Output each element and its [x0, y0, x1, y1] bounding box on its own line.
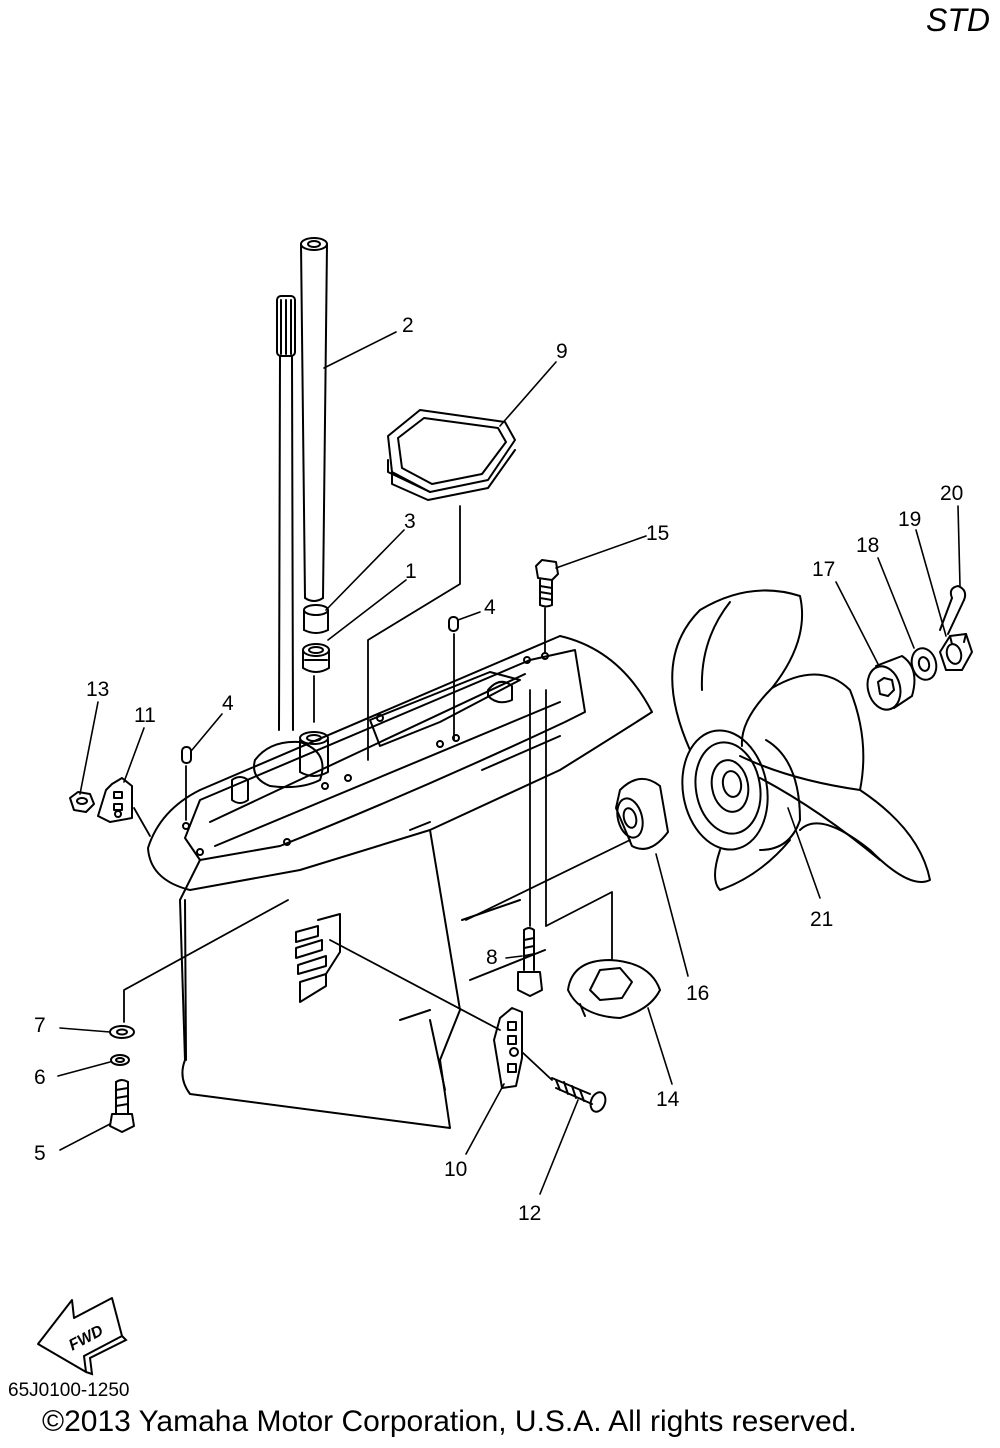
nut-part: [69, 791, 95, 813]
callout-21: 21: [810, 908, 833, 931]
bushing-part: [303, 604, 329, 634]
spacer-part: [866, 655, 916, 711]
bolt-part: [535, 559, 559, 608]
diagram-code: 65J0100-1250: [8, 1380, 130, 1401]
trim-tab-part: [567, 959, 661, 1019]
oil-seal-part: [302, 643, 330, 673]
screw-part-12: [551, 1077, 607, 1113]
spring-washer-part: [110, 1054, 130, 1066]
callout-8: 8: [486, 946, 498, 969]
water-tube-part: [300, 237, 328, 602]
gasket-part: [387, 409, 516, 501]
alignment-lines: [123, 505, 631, 1081]
callout-3: 3: [404, 510, 416, 533]
callout-9: 9: [556, 340, 568, 363]
callout-16: 16: [686, 982, 709, 1005]
bolt-part-8: [517, 927, 543, 997]
callout-7: 7: [34, 1014, 46, 1037]
callout-4-upper: 4: [484, 596, 496, 619]
callout-11: 11: [134, 704, 156, 727]
variant-label: STD: [926, 2, 990, 38]
callout-13: 13: [86, 678, 109, 701]
callout-labels: 2 9 3 1 4 4 15 13 11 7 6 5 8 10 12 14 16…: [34, 314, 963, 1225]
callout-6: 6: [34, 1066, 46, 1089]
copyright-text: ©2013 Yamaha Motor Corporation, U.S.A. A…: [42, 1405, 857, 1438]
callout-2: 2: [402, 314, 414, 337]
callout-20: 20: [940, 482, 963, 505]
trim-anode-part: [493, 1007, 523, 1089]
callout-14: 14: [656, 1088, 680, 1111]
leader-lines: [57, 331, 961, 1195]
washer-part: [109, 1025, 135, 1039]
callout-12: 12: [518, 1202, 541, 1225]
callout-19: 19: [898, 508, 921, 531]
anode-part: [97, 777, 133, 823]
propeller-part: [671, 589, 931, 891]
drive-shaft-part: [276, 295, 296, 731]
callout-18: 18: [856, 534, 879, 557]
castle-nut-part: [939, 633, 973, 671]
fwd-arrow-icon: FWD: [37, 1297, 128, 1376]
dowel-pin-part: [181, 616, 459, 764]
callout-1: 1: [405, 560, 417, 583]
screw-part: [109, 1079, 135, 1133]
callout-4-lower: 4: [222, 692, 234, 715]
callout-17: 17: [812, 558, 835, 581]
callout-10: 10: [444, 1158, 467, 1181]
washer-part-18: [910, 647, 938, 681]
callout-5: 5: [34, 1142, 46, 1165]
callout-15: 15: [646, 522, 669, 545]
thrust-bushing-part: [615, 778, 669, 850]
